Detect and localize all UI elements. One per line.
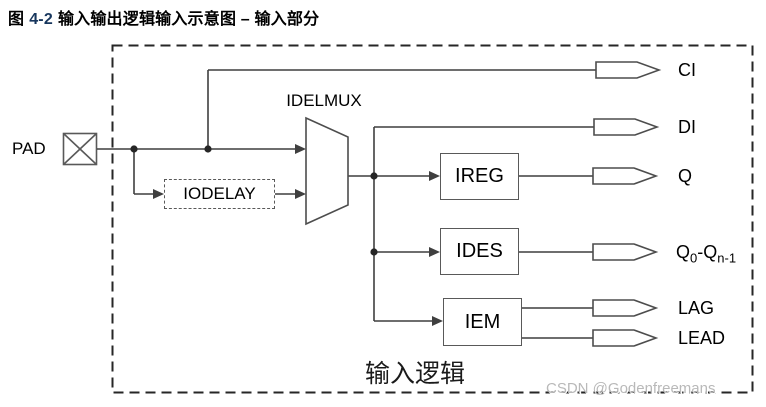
- output-label-di: DI: [678, 117, 696, 137]
- arrowhead-icon: [429, 171, 440, 181]
- iem-label: IEM: [464, 310, 501, 333]
- iodelay-block: IODELAY: [164, 179, 275, 209]
- output-label-q-range: Q0-Qn-1: [676, 242, 736, 265]
- junction-dot: [370, 172, 378, 180]
- output-pin-lag: [592, 299, 659, 317]
- arrowhead-icon: [429, 247, 440, 257]
- q-range-sub2: n-1: [717, 250, 737, 266]
- output-pin-ci: [595, 61, 662, 79]
- input-logic-region-label: 输入逻辑: [364, 360, 465, 388]
- output-pins: [592, 61, 662, 347]
- q-range-base1: Q: [676, 242, 691, 262]
- junction-dot: [370, 248, 378, 256]
- output-pin-lead: [592, 329, 659, 347]
- output-label-ci: CI: [678, 60, 696, 80]
- q-range-separator: -: [697, 242, 704, 262]
- idelmux-label: IDELMUX: [286, 91, 362, 110]
- iem-block: IEM: [443, 298, 522, 346]
- watermark-text: CSDN @Godenfreemans: [546, 380, 716, 397]
- output-pin-q: [592, 167, 659, 185]
- junction-dots: [130, 145, 378, 256]
- ides-block: IDES: [440, 228, 519, 275]
- figure-title-text: 输入输出逻辑输入示意图 – 输入部分: [57, 11, 320, 28]
- output-label-lead: LEAD: [678, 328, 726, 348]
- ireg-label: IREG: [455, 165, 504, 187]
- figure-number: 4-2: [29, 11, 53, 28]
- input-logic-boundary: [111, 44, 754, 394]
- q-range-base2: Q: [703, 242, 718, 262]
- output-label-q: Q: [678, 166, 693, 186]
- output-pin-di: [593, 118, 660, 136]
- arrowhead-icon: [153, 189, 164, 199]
- wires: [97, 69, 596, 339]
- arrowhead-icon: [432, 316, 443, 326]
- pad-label: PAD: [12, 139, 46, 158]
- ireg-block: IREG: [440, 153, 519, 200]
- output-pin-q-range: [592, 243, 659, 261]
- pad-symbol-icon: [62, 132, 98, 166]
- iodelay-label: IODELAY: [183, 184, 256, 203]
- idelmux-mux-shape: [305, 116, 349, 226]
- figure-title-prefix: 图: [8, 11, 25, 28]
- junction-dot: [130, 145, 138, 153]
- arrowhead-icon: [295, 144, 306, 154]
- junction-dot: [204, 145, 212, 153]
- arrowhead-icon: [295, 189, 306, 199]
- output-label-lag: LAG: [678, 298, 715, 318]
- q-range-sub1: 0: [690, 250, 698, 266]
- arrowheads: [153, 144, 443, 326]
- ides-label: IDES: [456, 240, 503, 262]
